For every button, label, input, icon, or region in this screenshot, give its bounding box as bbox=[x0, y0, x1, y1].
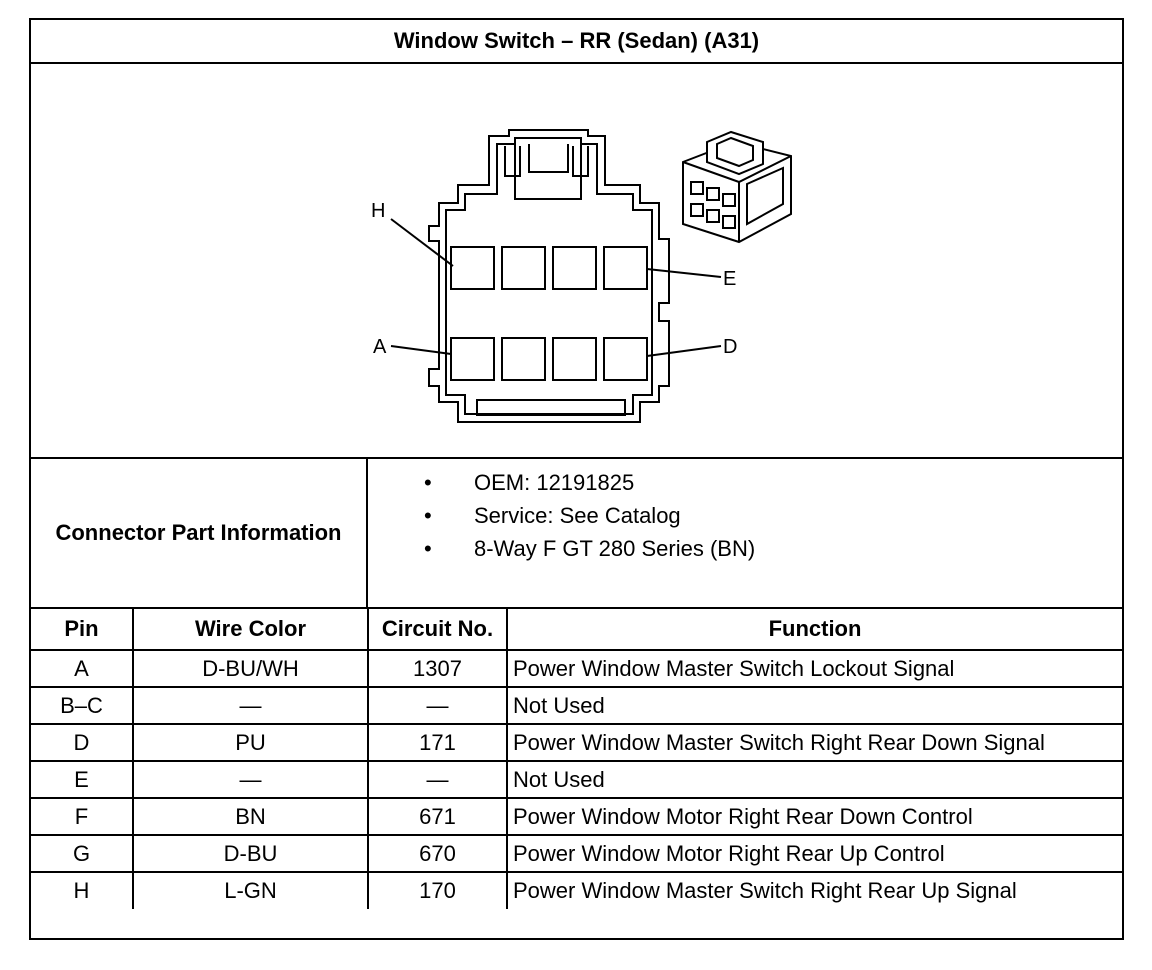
table-row: B–C — — Not Used bbox=[31, 686, 1122, 725]
column-header-function: Function bbox=[506, 609, 1122, 651]
leader-a bbox=[390, 345, 452, 355]
pin-callout-d: D bbox=[723, 336, 738, 358]
circuit-cell: 671 bbox=[367, 797, 508, 836]
pin-table: Pin Wire Color Circuit No. Function A D-… bbox=[31, 609, 1122, 909]
connector-part-information-list: • OEM: 12191825 • Service: See Catalog •… bbox=[368, 459, 1122, 607]
connector-3d-view bbox=[682, 130, 792, 244]
function-cell: Power Window Master Switch Right Rear Up… bbox=[506, 871, 1122, 909]
pin-callout-h: H bbox=[371, 200, 386, 222]
service-part-number: Service: See Catalog bbox=[474, 503, 681, 528]
function-cell: Power Window Motor Right Rear Down Contr… bbox=[506, 797, 1122, 836]
table-row: E — — Not Used bbox=[31, 760, 1122, 799]
column-header-circuit-no: Circuit No. bbox=[367, 609, 508, 651]
cavity-f bbox=[552, 246, 597, 290]
list-item: • OEM: 12191825 bbox=[368, 468, 1122, 498]
table-row: D PU 171 Power Window Master Switch Righ… bbox=[31, 723, 1122, 762]
pin-cell: A bbox=[31, 649, 134, 688]
connector-diagram: H E A D bbox=[31, 64, 1122, 459]
circuit-cell: — bbox=[367, 760, 508, 799]
wire-color-cell: D-BU/WH bbox=[132, 649, 369, 688]
circuit-cell: — bbox=[367, 686, 508, 725]
connector-part-information-label: Connector Part Information bbox=[31, 459, 368, 607]
bullet-icon: • bbox=[424, 503, 432, 528]
cavity-a bbox=[450, 337, 495, 381]
connector-series: 8-Way F GT 280 Series (BN) bbox=[474, 536, 756, 561]
table-row: G D-BU 670 Power Window Motor Right Rear… bbox=[31, 834, 1122, 873]
cavity-h bbox=[450, 246, 495, 290]
circuit-cell: 670 bbox=[367, 834, 508, 873]
oem-part-number: OEM: 12191825 bbox=[474, 470, 635, 495]
cavity-c bbox=[552, 337, 597, 381]
circuit-cell: 1307 bbox=[367, 649, 508, 688]
connector-bottom-slot bbox=[476, 399, 626, 416]
cavity-b bbox=[501, 337, 546, 381]
pin-cell: D bbox=[31, 723, 134, 762]
pin-table-header: Pin Wire Color Circuit No. Function bbox=[31, 609, 1122, 651]
list-item: • Service: See Catalog bbox=[368, 501, 1122, 531]
list-item: • 8-Way F GT 280 Series (BN) bbox=[368, 534, 1122, 564]
wire-color-cell: L-GN bbox=[132, 871, 369, 909]
column-header-pin: Pin bbox=[31, 609, 134, 651]
function-cell: Power Window Master Switch Lockout Signa… bbox=[506, 649, 1122, 688]
pin-cell: E bbox=[31, 760, 134, 799]
wire-color-cell: D-BU bbox=[132, 834, 369, 873]
cavity-e bbox=[603, 246, 648, 290]
pin-callout-e: E bbox=[723, 268, 737, 290]
wire-color-cell: — bbox=[132, 686, 369, 725]
connector-sheet: Window Switch – RR (Sedan) (A31) bbox=[29, 18, 1124, 940]
table-row: F BN 671 Power Window Motor Right Rear D… bbox=[31, 797, 1122, 836]
function-cell: Power Window Master Switch Right Rear Do… bbox=[506, 723, 1122, 762]
pin-cell: B–C bbox=[31, 686, 134, 725]
cavity-d bbox=[603, 337, 648, 381]
connector-inner-outline bbox=[445, 137, 653, 415]
leader-d bbox=[646, 345, 722, 357]
bullet-icon: • bbox=[424, 470, 432, 495]
connector-latch bbox=[504, 144, 589, 200]
leader-e bbox=[646, 268, 722, 278]
function-cell: Power Window Motor Right Rear Up Control bbox=[506, 834, 1122, 873]
table-row: A D-BU/WH 1307 Power Window Master Switc… bbox=[31, 649, 1122, 688]
connector-face-drawing bbox=[390, 129, 792, 423]
leader-h bbox=[390, 218, 454, 267]
table-row: H L-GN 170 Power Window Master Switch Ri… bbox=[31, 871, 1122, 909]
bullet-icon: • bbox=[424, 536, 432, 561]
cavity-g bbox=[501, 246, 546, 290]
pin-cell: F bbox=[31, 797, 134, 836]
wire-color-cell: — bbox=[132, 760, 369, 799]
circuit-cell: 171 bbox=[367, 723, 508, 762]
circuit-cell: 170 bbox=[367, 871, 508, 909]
function-cell: Not Used bbox=[506, 760, 1122, 799]
function-cell: Not Used bbox=[506, 686, 1122, 725]
connector-body-outline bbox=[428, 129, 670, 423]
connector-part-information: Connector Part Information • OEM: 121918… bbox=[31, 459, 1122, 609]
pin-callout-a: A bbox=[373, 336, 387, 358]
page-title: Window Switch – RR (Sedan) (A31) bbox=[31, 20, 1122, 64]
wire-color-cell: BN bbox=[132, 797, 369, 836]
pin-cell: G bbox=[31, 834, 134, 873]
wire-color-cell: PU bbox=[132, 723, 369, 762]
column-header-wire-color: Wire Color bbox=[132, 609, 369, 651]
pin-cell: H bbox=[31, 871, 134, 909]
